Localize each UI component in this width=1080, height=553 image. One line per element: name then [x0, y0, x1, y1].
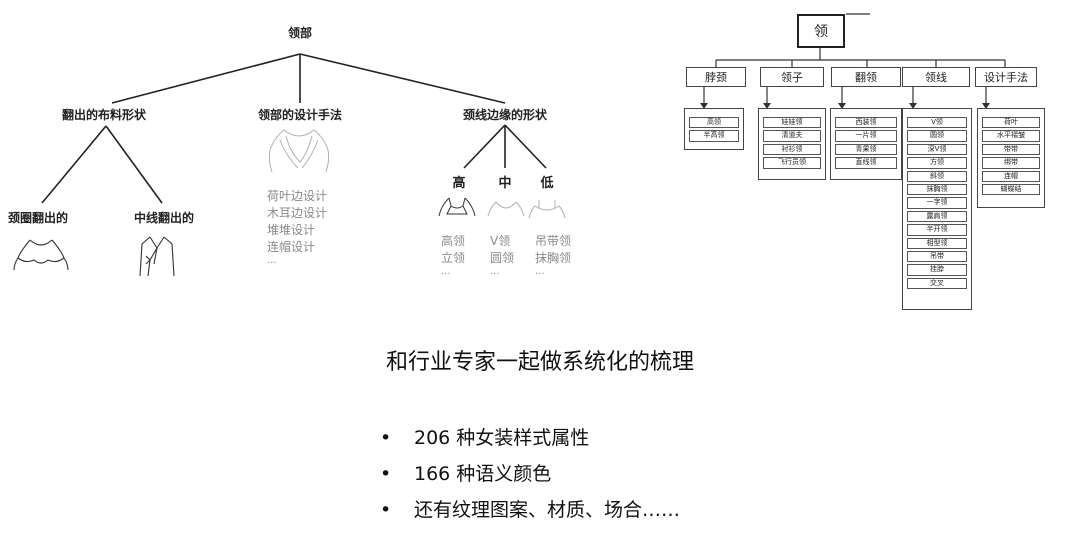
mid-neckline-list: V领 圆领 ...	[490, 233, 514, 277]
design-method-item: 荷叶边设计	[267, 189, 328, 203]
bullet-item: • 还有纹理图案、材质、场合……	[380, 492, 680, 528]
level-mid-label: 中	[498, 176, 512, 191]
branch-fabric-shape-label: 翻出的布料形状	[61, 108, 147, 122]
neck-item: 高领	[689, 117, 739, 129]
branch-design-method-label: 领部的设计手法	[257, 108, 343, 122]
neckline-items-box: V领 圆领 深V领 方领 斜领 抹胸领 一字领 露肩领 半开领 相型领 吊带 挂…	[902, 108, 972, 310]
neckline-item: ...	[490, 266, 500, 277]
category-collar-node: 领子	[760, 67, 824, 87]
neckline-type-item: 圆领	[907, 130, 967, 142]
mid-neckline-sketch	[487, 201, 525, 217]
design-item: 绑带	[982, 157, 1040, 169]
child-center-line-label: 中线翻出的	[133, 211, 195, 225]
bullet-symbol: •	[380, 427, 392, 449]
lapel-items-box: 西装领 一片领 青果领 直线领	[830, 108, 902, 180]
collar-item: 娃娃领	[763, 117, 821, 129]
design-item: 带带	[982, 143, 1040, 156]
left-collar-tree: 领部 翻出的布料形状 领部的设计手法 颈线边缘的形状 颈圈翻出的 中线翻出的 荷…	[0, 0, 620, 300]
neckline-type-item: 相型领	[907, 237, 967, 249]
category-design-node: 设计手法	[975, 67, 1037, 87]
design-item: 荷叶	[982, 117, 1040, 129]
neckline-item: 抹胸领	[535, 251, 572, 265]
neckline-item: V领	[490, 234, 511, 248]
design-method-item: 木耳边设计	[267, 206, 328, 220]
neckline-item: 高领	[441, 234, 466, 248]
design-method-item: 连帽设计	[267, 240, 316, 254]
design-method-list: 荷叶边设计 木耳边设计 堆堆设计 连帽设计 ...	[267, 188, 327, 266]
neckline-type-item: 交叉	[907, 277, 967, 290]
neckline-type-item: 一字领	[907, 197, 967, 209]
neckline-type-item: 斜领	[907, 170, 967, 182]
neck-items-box: 高领 半高领	[684, 108, 744, 150]
category-neck-node: 脖颈	[686, 67, 746, 87]
category-lapel-node: 翻领	[831, 67, 901, 87]
summary-title: 和行业专家一起做系统化的梳理	[385, 350, 694, 375]
high-neckline-sketch	[438, 197, 476, 217]
right-root-node: 领	[797, 14, 845, 48]
collar-items-box: 娃娃领 清道夫 衬衫领 飞行员领	[758, 108, 826, 180]
collar-item: 清道夫	[763, 130, 821, 142]
design-items-box: 荷叶 水平褶皱 带带 绑带 连帽 蝴蝶结	[977, 108, 1045, 208]
neckline-item: ...	[441, 266, 451, 277]
right-tree-connectors	[700, 13, 1006, 109]
ruffle-collar-sketch	[268, 129, 330, 173]
bullet-symbol: •	[380, 463, 392, 485]
child-neck-ring-label: 颈圈翻出的	[7, 211, 69, 225]
collar-item: 衬衫领	[763, 143, 821, 156]
neck-ring-collar-sketch	[13, 239, 69, 271]
left-tree-connectors	[41, 53, 547, 204]
lapel-item: 直线领	[835, 157, 897, 169]
neckline-type-item: 半开领	[907, 224, 967, 236]
bullet-text: 166 种语义颜色	[414, 463, 552, 485]
neckline-type-item: 深V领	[907, 143, 967, 156]
lapel-item: 一片领	[835, 130, 897, 142]
lapel-item: 青果领	[835, 143, 897, 156]
collar-item: 飞行员领	[763, 157, 821, 169]
level-low-label: 低	[540, 176, 554, 191]
lapel-item: 西装领	[835, 117, 897, 129]
level-high-label: 高	[452, 176, 466, 191]
design-item: 蝴蝶结	[982, 183, 1040, 196]
neckline-item: 吊带领	[535, 234, 572, 248]
bullet-text: 206 种女装样式属性	[414, 427, 590, 449]
high-neckline-list: 高领 立领 ...	[441, 233, 465, 277]
low-neckline-list: 吊带领 抹胸领 ...	[535, 233, 571, 277]
design-item: 水平褶皱	[982, 130, 1040, 142]
neckline-item: ...	[535, 266, 545, 277]
design-item: 连帽	[982, 170, 1040, 182]
left-root-label: 领部	[287, 26, 313, 40]
design-method-item: 堆堆设计	[267, 223, 316, 237]
center-line-collar-sketch	[139, 236, 175, 277]
category-neckline-node: 领线	[902, 67, 970, 87]
summary-bullet-list: • 206 种女装样式属性 • 166 种语义颜色 • 还有纹理图案、材质、场合……	[380, 420, 680, 528]
neckline-type-item: 挂脖	[907, 264, 967, 276]
bullet-item: • 206 种女装样式属性	[380, 420, 680, 456]
neckline-type-item: 露肩领	[907, 210, 967, 223]
bullet-item: • 166 种语义颜色	[380, 456, 680, 492]
low-neckline-sketch	[528, 200, 566, 219]
neckline-type-item: 吊带	[907, 250, 967, 263]
design-method-item: ...	[267, 255, 277, 266]
bullet-text: 还有纹理图案、材质、场合……	[414, 499, 681, 521]
bullet-symbol: •	[380, 499, 392, 521]
right-collar-tree: 领 脖颈 领子 翻领 领线 设计手法 高领 半高领 娃娃领 清道夫 衬衫领 飞行…	[670, 0, 1080, 320]
neckline-item: 圆领	[490, 251, 515, 265]
neckline-item: 立领	[441, 251, 466, 265]
neckline-type-item: 抹胸领	[907, 183, 967, 196]
branch-neckline-shape-label: 颈线边缘的形状	[462, 108, 548, 122]
neckline-type-item: V领	[907, 117, 967, 129]
neck-item: 半高领	[689, 130, 739, 142]
neckline-type-item: 方领	[907, 157, 967, 169]
